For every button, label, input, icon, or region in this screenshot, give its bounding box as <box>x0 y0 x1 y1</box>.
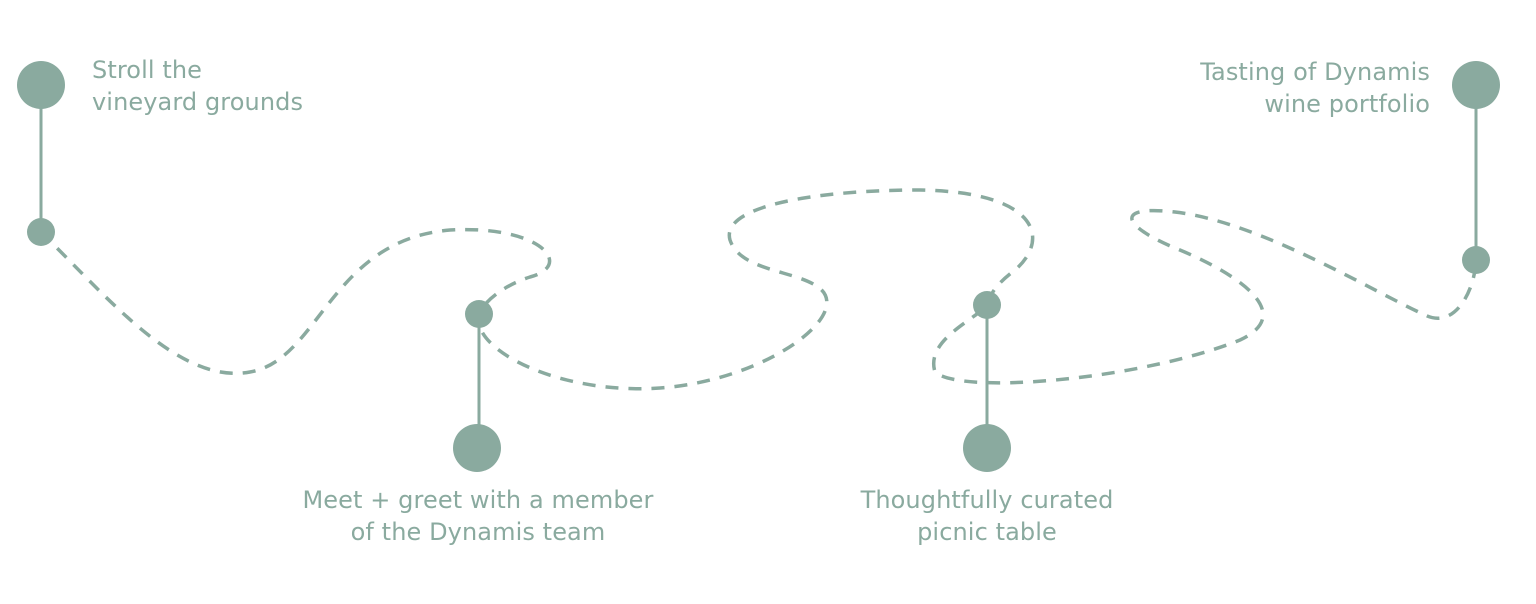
marker-large-meet <box>453 424 501 472</box>
marker-large-stroll <box>17 61 65 109</box>
step-label-stroll: Stroll the vineyard grounds <box>92 54 303 118</box>
dashed-journey-path <box>39 188 1478 391</box>
step-label-line: Meet + greet with a member <box>302 486 654 514</box>
step-label-line: vineyard grounds <box>92 88 304 116</box>
step-label-line: Tasting of Dynamis <box>1200 58 1430 86</box>
marker-small-picnic <box>973 291 1001 319</box>
step-label-line: of the Dynamis team <box>350 518 606 546</box>
step-label-picnic: Thoughtfully curated picnic table <box>837 484 1137 548</box>
step-label-line: picnic table <box>917 518 1057 546</box>
marker-large-tasting <box>1452 61 1500 109</box>
marker-small-meet <box>465 300 493 328</box>
marker-large-picnic <box>963 424 1011 472</box>
step-label-tasting: Tasting of Dynamis wine portfolio <box>1120 56 1430 120</box>
step-label-meet: Meet + greet with a member of the Dynami… <box>268 484 688 548</box>
marker-small-tasting <box>1462 246 1490 274</box>
step-label-line: Thoughtfully curated <box>860 486 1114 514</box>
step-label-line: Stroll the <box>92 56 203 84</box>
step-label-line: wine portfolio <box>1264 90 1430 118</box>
marker-small-stroll <box>27 218 55 246</box>
